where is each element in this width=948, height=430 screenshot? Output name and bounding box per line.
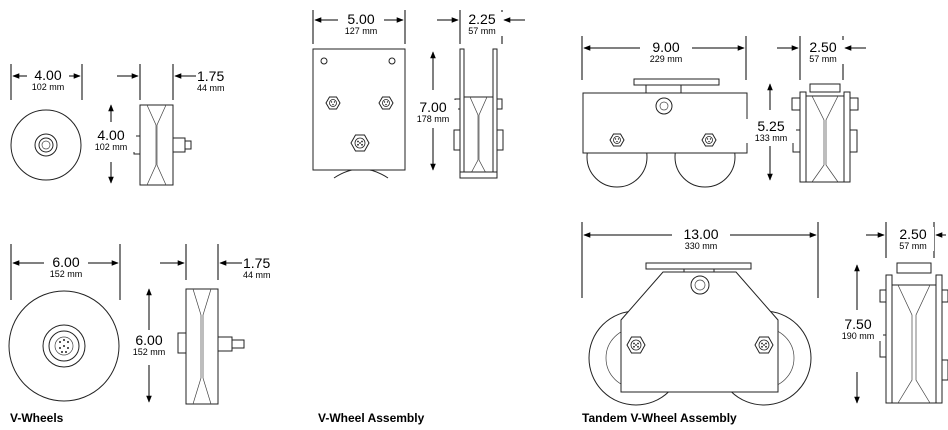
dim-value: 5.25 [757,118,785,134]
dim-t13-height: 7.50 190 mm [833,317,883,341]
dim-mm: 44 mm [243,270,271,280]
wheel-6in-side [185,288,219,405]
dim-mm: 133 mm [754,133,788,143]
v-wheel-assembly [312,10,525,179]
tandem-13in-bracket [620,271,779,393]
assembly-bracket-front [312,48,406,171]
dim-value: 2.25 [468,11,496,27]
assembly-side-view [453,48,504,179]
dim-w4-thick: 1.75 44 mm [196,69,236,93]
dim-asm-height: 7.00 178 mm [408,100,458,124]
dim-t9-width: 9.00 229 mm [640,40,692,64]
dim-w4-width: 4.00 102 mm [27,68,69,92]
tandem-9in-side [791,83,859,183]
dim-t13-width: 13.00 330 mm [672,227,730,251]
dim-value: 13.00 [683,226,719,242]
dim-mm: 102 mm [94,142,128,152]
caption-v-wheel-assembly: V-Wheel Assembly [318,411,425,425]
dim-asm-width: 5.00 127 mm [338,12,384,36]
dim-mm: 152 mm [49,269,83,279]
dim-value: 5.00 [347,11,375,27]
dim-t9-thick: 2.50 57 mm [802,40,844,64]
dim-mm: 330 mm [684,241,718,251]
dim-w6-thick: 1.75 44 mm [242,256,282,280]
dim-mm: 229 mm [649,54,683,64]
dim-value: 1.75 [197,68,225,84]
dim-value: 1.75 [243,255,271,271]
dim-mm: 44 mm [197,83,225,93]
dim-value: 2.50 [899,226,927,242]
dim-w6-height: 6.00 152 mm [124,333,174,357]
dim-mm: 178 mm [416,114,450,124]
dim-value: 9.00 [652,39,680,55]
dim-mm: 127 mm [344,26,378,36]
dim-value: 2.50 [809,39,837,55]
dim-mm: 57 mm [899,241,927,251]
dim-value: 6.00 [135,332,163,348]
tandem-13in [581,222,948,406]
v-wheel-6in [8,244,245,405]
dim-mm: 152 mm [132,347,166,357]
dim-value: 7.00 [419,99,447,115]
dim-t13-thick: 2.50 57 mm [892,227,934,251]
dim-value: 4.00 [97,127,125,143]
dim-w4-height: 4.00 102 mm [86,128,136,152]
dim-mm: 57 mm [468,26,496,36]
dim-t9-height: 5.25 133 mm [746,119,796,143]
caption-v-wheels: V-Wheels [10,411,64,425]
wheel-4in-side [139,104,174,186]
dim-mm: 190 mm [841,331,875,341]
caption-tandem-assembly: Tandem V-Wheel Assembly [582,411,737,425]
dim-value: 6.00 [52,254,80,270]
tandem-9in [581,36,866,188]
dim-asm-thick: 2.25 57 mm [461,12,503,36]
dim-value: 7.50 [844,316,872,332]
dim-mm: 102 mm [31,82,65,92]
dim-value: 4.00 [34,67,62,83]
dim-w6-width: 6.00 152 mm [44,255,88,279]
v-wheel-4in [10,64,196,186]
tandem-13in-side [879,262,948,404]
dim-mm: 57 mm [809,54,837,64]
